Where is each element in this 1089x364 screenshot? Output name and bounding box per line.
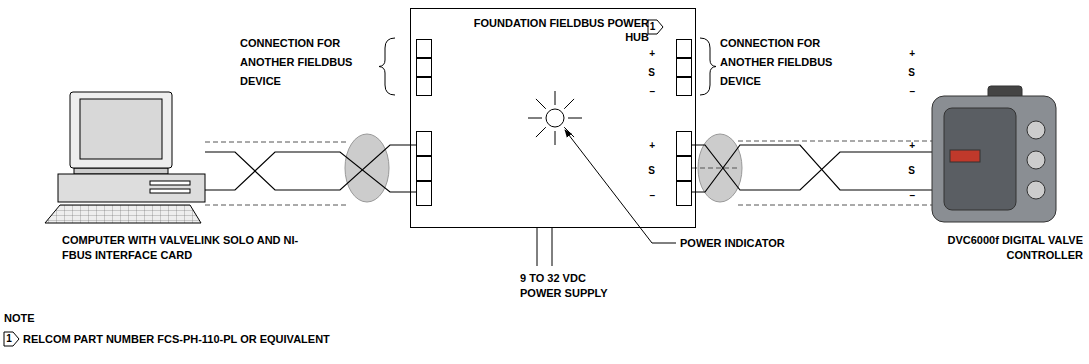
terminal-sign: – xyxy=(737,85,915,99)
valve-controller-illustration xyxy=(932,86,1056,222)
terminal-cell: + xyxy=(416,39,432,58)
terminal-cell: S xyxy=(416,156,432,181)
terminal-cell: + xyxy=(676,39,692,58)
cable-left xyxy=(205,134,416,205)
bracket xyxy=(700,38,716,95)
terminal-cell: – xyxy=(416,77,432,96)
callout-flag xyxy=(648,20,663,34)
terminal-cell: + xyxy=(416,131,432,156)
power-hub-box: FOUNDATION FIELDBUS POWER HUB+S–+S–+S–+S… xyxy=(410,8,696,228)
bracket xyxy=(379,38,395,95)
terminal-sign: S xyxy=(477,66,655,80)
computer-illustration xyxy=(45,92,205,223)
terminal-cell: – xyxy=(416,181,432,206)
terminal-sign: – xyxy=(737,189,915,203)
terminal-sign: S xyxy=(737,164,915,178)
hub-title: FOUNDATION FIELDBUS POWER HUB xyxy=(471,16,649,44)
terminal-sign: S xyxy=(477,164,655,178)
terminal-cell: – xyxy=(676,181,692,206)
terminal-sign: – xyxy=(477,189,655,203)
terminal-sign: + xyxy=(477,47,655,61)
terminal-cell: – xyxy=(676,77,692,96)
terminal-sign: + xyxy=(477,139,655,153)
terminal-cell: S xyxy=(676,58,692,77)
device-label: COMPUTER WITH VALVELINK SOLO AND NI-FBUS… xyxy=(62,233,317,263)
connection-note: CONNECTION FOR ANOTHER FIELDBUS DEVICE xyxy=(240,34,380,91)
terminal-sign: S xyxy=(737,66,915,80)
cable-right xyxy=(692,134,932,205)
power-label: 9 TO 32 VDC POWER SUPPLY xyxy=(520,271,620,301)
leader-line xyxy=(565,130,676,243)
callout-number: 1 xyxy=(648,20,657,34)
terminal-sign: + xyxy=(737,139,915,153)
connection-note: CONNECTION FOR ANOTHER FIELDBUS DEVICE xyxy=(720,34,860,91)
terminal-cell: S xyxy=(676,156,692,181)
terminal-sign: – xyxy=(477,85,655,99)
note-text: RELCOM PART NUMBER FCS-PH-110-PL OR EQUI… xyxy=(23,330,330,349)
callout-number: 1 xyxy=(4,332,14,346)
callout-flag xyxy=(4,332,19,346)
indicator-label: POWER INDICATOR xyxy=(680,234,785,253)
power-indicator-symbol xyxy=(528,91,582,145)
terminal-cell: S xyxy=(416,58,432,77)
terminal-cell: + xyxy=(676,131,692,156)
power-leads xyxy=(537,228,552,266)
device-label: DVC6000f DIGITAL VALVE CONTROLLER xyxy=(943,233,1083,263)
note-heading: NOTE xyxy=(4,309,35,328)
